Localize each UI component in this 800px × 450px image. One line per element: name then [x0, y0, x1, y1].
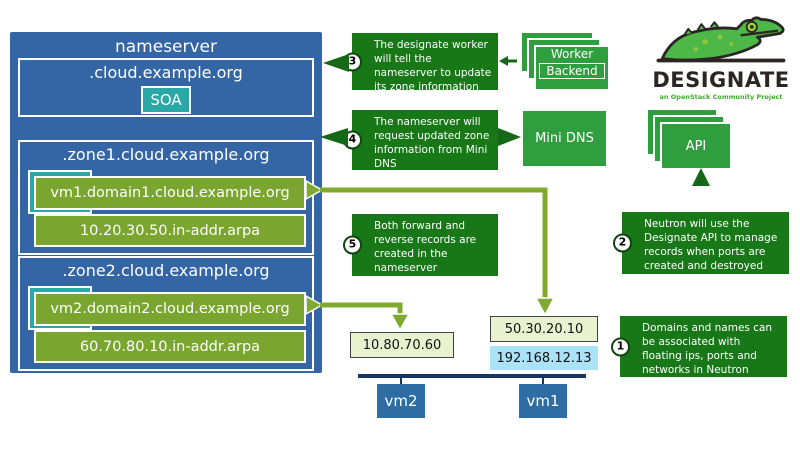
vm2-record-arrow-line	[320, 302, 403, 316]
zone2-reverse-record: 60.70.80.10.in-addr.arpa	[34, 330, 306, 363]
vm1-record-arrowhead-icon	[534, 297, 556, 317]
callout-text: The nameserver will request updated zone…	[374, 116, 490, 170]
vm2-record-arrowhead-icon	[389, 313, 411, 332]
zone1-reverse-record: 10.20.30.50.in-addr.arpa	[34, 214, 306, 247]
api-label: API	[685, 138, 707, 154]
api-card: API	[660, 122, 732, 170]
logo-subtitle: an OpenStack Community Project	[659, 93, 783, 101]
step-number-badge: 3	[343, 52, 362, 71]
soa-record-badge: SOA	[141, 86, 191, 114]
vm2-floating-ip-box: 10.80.70.60	[350, 332, 454, 358]
minidns-box: Mini DNS	[521, 109, 608, 168]
zone1-box: .zone1.cloud.example.org vm1.domain1.clo…	[18, 140, 314, 255]
callout-step-2: 2 Neutron will use the Designate API to …	[613, 212, 789, 274]
step4-to-minidns-arrow-icon	[498, 128, 521, 146]
nameserver-title: nameserver	[114, 37, 218, 57]
vm1-box: vm1	[519, 384, 567, 418]
designate-logo: DESIGNATE an OpenStack Community Project	[646, 12, 796, 106]
zone2-label: .zone2.cloud.example.org	[62, 261, 270, 280]
backend-chip: Backend	[539, 63, 605, 79]
callout-text: Both forward and reverse records are cre…	[374, 220, 477, 274]
vm1-bus-tick	[542, 378, 544, 385]
callout-text: Domains and names can be associated with…	[642, 322, 773, 376]
vm1-fixed-ip-box: 192.168.12.13	[490, 346, 598, 370]
worker-card: Worker Backend	[534, 45, 610, 91]
logo-title: DESIGNATE	[652, 68, 790, 92]
minidns-label: Mini DNS	[535, 131, 594, 146]
step-number-badge: 1	[611, 337, 630, 356]
vm2-bus-tick	[400, 378, 402, 385]
root-zone-box: .cloud.example.org SOA	[18, 58, 314, 117]
zone1-forward-record: vm1.domain1.cloud.example.org	[34, 176, 306, 210]
crocodile-icon	[656, 16, 786, 63]
step-number-badge: 5	[343, 235, 362, 255]
callout-step-5: 5 Both forward and reverse records are c…	[343, 214, 498, 276]
zone2-box: .zone2.cloud.example.org vm2.domain2.clo…	[18, 256, 314, 371]
worker-label: Worker	[550, 47, 594, 61]
callout-step-1: 1 Domains and names can be associated wi…	[611, 316, 787, 377]
vm1-floating-ip-box: 50.30.20.10	[490, 316, 598, 342]
step-number-badge: 2	[613, 233, 632, 253]
zone2-forward-record: vm2.domain2.cloud.example.org	[34, 292, 306, 326]
callout-text: The designate worker will tell the names…	[374, 39, 492, 93]
callout-text: Neutron will use the Designate API to ma…	[644, 218, 778, 272]
network-bus-line	[358, 374, 586, 378]
nameserver-panel: nameserver .cloud.example.org SOA .zone1…	[10, 32, 322, 373]
api-stack: API	[646, 108, 736, 174]
step-number-badge: 4	[343, 130, 362, 150]
callout-step-3: 3 The designate worker will tell the nam…	[343, 33, 498, 93]
callout-step-4: 4 The nameserver will request updated zo…	[343, 110, 498, 170]
vm2-box: vm2	[377, 384, 425, 418]
worker-stack: Worker Backend	[520, 31, 614, 95]
root-zone-label: .cloud.example.org	[89, 63, 243, 82]
worker-to-step3-arrowhead-icon	[499, 56, 508, 66]
zone1-label: .zone1.cloud.example.org	[62, 145, 270, 164]
